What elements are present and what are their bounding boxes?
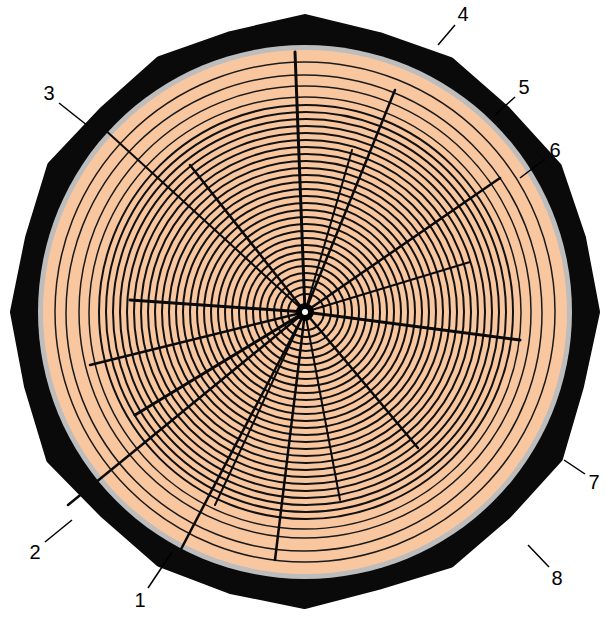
- callout-number: 5: [516, 76, 531, 98]
- callout-number: 6: [547, 139, 562, 161]
- leader-lines: [45, 25, 585, 588]
- callout-number: 4: [455, 3, 470, 25]
- callout-number: 2: [27, 541, 42, 563]
- pith: [296, 303, 314, 321]
- pith-center: [302, 309, 308, 315]
- sapwood-rings: [55, 62, 555, 562]
- callout-number: 8: [549, 567, 564, 589]
- sapwood: [43, 50, 567, 574]
- callout-number: 7: [586, 471, 601, 493]
- medullary-rays: [68, 52, 520, 560]
- cambium: [38, 45, 572, 579]
- heartwood-rings: [99, 105, 513, 519]
- bark: [15, 19, 595, 604]
- callout-number: 3: [41, 82, 56, 104]
- callout-number: 1: [132, 589, 147, 611]
